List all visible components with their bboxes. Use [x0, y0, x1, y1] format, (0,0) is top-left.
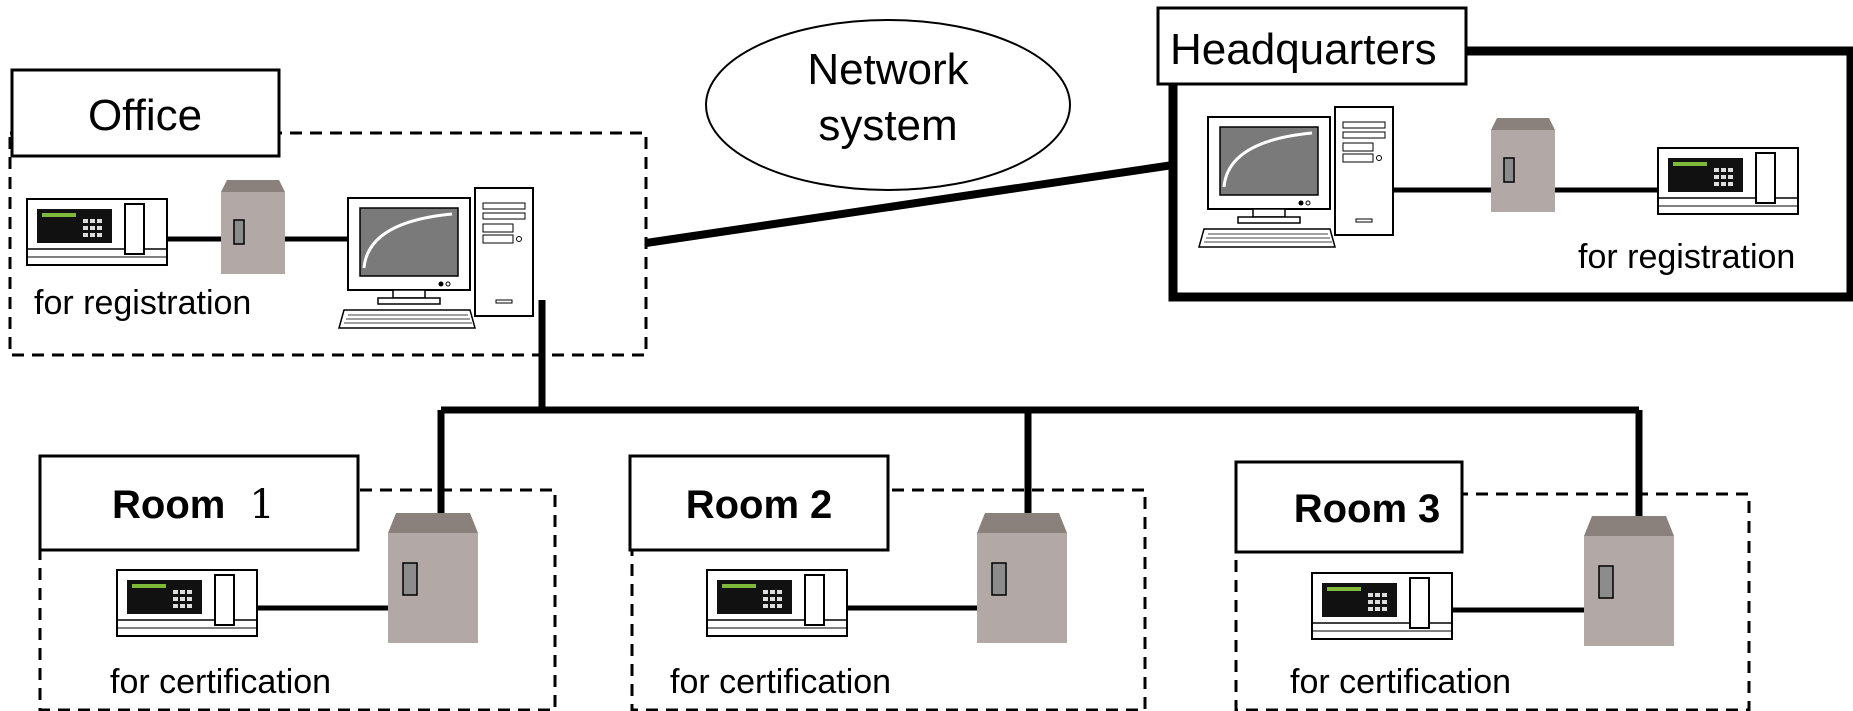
card-reader-icon — [1657, 147, 1799, 215]
office-title: Office — [88, 91, 202, 140]
controller-box-icon — [1583, 515, 1675, 647]
room-2-enclosure — [630, 488, 1147, 711]
room-3-title-word: Room — [1294, 487, 1407, 531]
network-label-line-2: system — [818, 101, 957, 150]
room-2-title-number: 2 — [810, 483, 832, 527]
headquarters-title: Headquarters — [1170, 25, 1437, 74]
network-ellipse — [705, 19, 1071, 191]
room-1-enclosure — [38, 488, 557, 711]
headquarters-title-box — [1156, 6, 1468, 86]
controller-box-icon — [387, 512, 479, 644]
room-3-device-caption: for certification — [1290, 663, 1511, 701]
desktop-computer-icon — [1197, 105, 1395, 249]
room-3-enclosure — [1234, 492, 1751, 711]
card-reader-icon — [116, 569, 258, 637]
room-1-section: Room 1 for certification — [38, 454, 557, 711]
office-device-caption: for registration — [34, 284, 251, 322]
card-reader-icon — [706, 569, 848, 637]
network-system-label: Network system — [705, 19, 1071, 191]
office-headquarters-link — [645, 161, 1174, 247]
office-title-box — [10, 68, 281, 158]
network-label-line-1: Network — [807, 45, 969, 94]
desktop-computer-icon — [337, 186, 535, 330]
room-3-title-number: 3 — [1418, 487, 1440, 531]
room-3-title-box — [1234, 460, 1464, 554]
room-1-title-number: 1 — [249, 482, 274, 528]
room-1-title-word: Room — [112, 483, 225, 527]
office-section: Office for registration — [8, 68, 648, 357]
headquarters-section: Headquarters for registration — [1156, 6, 1853, 302]
room-1-device-caption: for certification — [110, 663, 331, 701]
headquarters-device-caption: for registration — [1578, 238, 1795, 276]
controller-box-icon — [976, 512, 1068, 644]
room-2-title-box — [628, 454, 890, 552]
card-reader-icon — [26, 198, 168, 266]
room-1-title-box — [38, 454, 360, 552]
office-enclosure — [8, 131, 648, 357]
controller-box-icon — [220, 179, 286, 275]
card-reader-icon — [1311, 572, 1453, 640]
controller-box-icon — [1490, 117, 1556, 213]
room-2-title-word: Room — [686, 483, 799, 527]
room-1-title: Room 1 — [112, 482, 275, 528]
room-2-device-caption: for certification — [670, 663, 891, 701]
headquarters-enclosure — [1168, 46, 1853, 302]
